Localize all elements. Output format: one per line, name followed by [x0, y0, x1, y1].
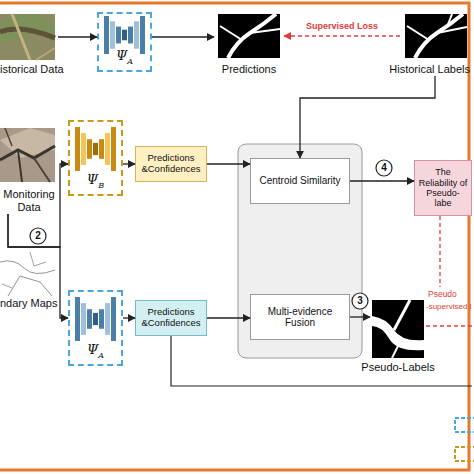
legend-sample — [455, 418, 474, 432]
network-symbol: ΨA — [99, 48, 150, 69]
module-container — [238, 144, 362, 358]
network-box: ΨA — [68, 290, 123, 366]
river-mask — [394, 300, 410, 330]
network-icon — [75, 127, 116, 171]
boundary-line — [30, 252, 46, 266]
river-mask — [392, 342, 400, 358]
river-mask — [437, 27, 467, 33]
image-stream — [0, 29, 55, 38]
callout-circle — [352, 293, 368, 309]
image-node: Monitoring Data — [0, 128, 58, 214]
prediction-image — [218, 14, 280, 58]
callout-circle — [30, 228, 46, 244]
image-base — [0, 14, 55, 60]
river-mask — [447, 14, 452, 27]
boundary-line — [2, 284, 12, 288]
image-patch — [0, 14, 55, 44]
network-box: ΨA — [97, 12, 152, 72]
image-caption: Pseudo-Labels — [361, 361, 434, 374]
flow-arrow — [58, 36, 97, 37]
image-node: ndary Maps — [0, 252, 58, 310]
process-box: Centroid Similarity — [250, 158, 350, 204]
flow-arrow — [350, 316, 370, 317]
network-icon — [104, 16, 145, 54]
image-road — [12, 14, 30, 60]
box-text: The Reliability of Pseudo-labe — [418, 167, 468, 208]
network-name: Ψ — [87, 342, 98, 357]
boundary-line — [8, 276, 52, 296]
callout-number: 2 — [30, 228, 46, 244]
image-caption: ndary Maps — [0, 297, 57, 310]
loss-label: Pseudo — [428, 289, 457, 300]
pseudo-loss-line — [439, 216, 440, 287]
network-box: ΨB — [68, 120, 123, 196]
image-base — [0, 128, 55, 182]
network-symbol: ΨA — [70, 342, 121, 363]
flow-line — [171, 336, 472, 386]
process-box: The Reliability of Pseudo-labe — [414, 160, 472, 216]
outer-frame — [0, 3, 469, 470]
network-symbol: ΨB — [70, 172, 121, 193]
monitoring-image — [0, 128, 55, 182]
network-subscript: B — [98, 181, 104, 190]
image-node: Historical Labels — [400, 14, 470, 76]
net-bg — [99, 14, 150, 70]
net-bg — [70, 292, 121, 364]
boundary-image — [0, 252, 55, 296]
image-caption: Monitoring Data — [0, 188, 58, 214]
network-subscript: A — [98, 351, 104, 360]
pseudo-loss-line — [426, 325, 472, 326]
image-base — [405, 14, 467, 58]
pseudo-label-image — [372, 300, 424, 358]
flow-arrow — [207, 163, 250, 164]
image-road — [36, 48, 55, 60]
river-mask — [407, 26, 429, 40]
flow-arrow — [123, 317, 135, 318]
flow-arrow — [350, 180, 414, 181]
image-base — [372, 300, 424, 358]
label-image — [405, 14, 467, 58]
box-text: Centroid Similarity — [259, 175, 340, 187]
box-text: Predictions &Confidences — [139, 307, 203, 329]
callout-number: 3 — [352, 293, 368, 309]
flow-arrow — [284, 35, 400, 36]
flow-arrow — [152, 36, 214, 37]
callout-circle — [376, 160, 392, 176]
loss-label: -supervised l — [426, 301, 471, 312]
box-text: Predictions &Confidences — [139, 153, 203, 175]
image-node: Predictions — [214, 14, 284, 76]
image-caption: Predictions — [222, 63, 276, 76]
boundary-line — [0, 261, 55, 274]
flow-arrow — [300, 76, 435, 158]
historical-image — [0, 14, 55, 60]
network-subscript: A — [127, 57, 133, 66]
flow-arrow — [207, 317, 250, 318]
flow-arrow — [123, 163, 135, 164]
network-name: Ψ — [87, 172, 98, 187]
image-node: istorical Data — [0, 14, 58, 76]
river-mask — [220, 26, 242, 40]
river-mask — [250, 29, 280, 33]
image-base — [0, 252, 55, 296]
network-name: Ψ — [116, 48, 127, 63]
image-base — [218, 14, 280, 58]
box-text: Multi-evidence Fusion — [254, 306, 346, 329]
callout-number: 4 — [376, 160, 392, 176]
image-caption: istorical Data — [0, 63, 64, 76]
process-box: Predictions &Confidences — [135, 146, 207, 182]
legend-sample — [455, 447, 474, 461]
edge-label: Supervised Loss — [306, 21, 378, 31]
process-box: Predictions &Confidences — [135, 300, 207, 336]
crack-line — [18, 150, 22, 182]
process-box: Multi-evidence Fusion — [250, 294, 350, 340]
network-icon — [75, 297, 116, 341]
image-caption: Historical Labels — [389, 63, 470, 76]
image-node: Pseudo-Labels — [370, 298, 426, 374]
net-bg — [70, 122, 121, 194]
crack-line — [0, 146, 55, 160]
crack-line — [5, 128, 12, 146]
crack-line — [34, 158, 50, 182]
